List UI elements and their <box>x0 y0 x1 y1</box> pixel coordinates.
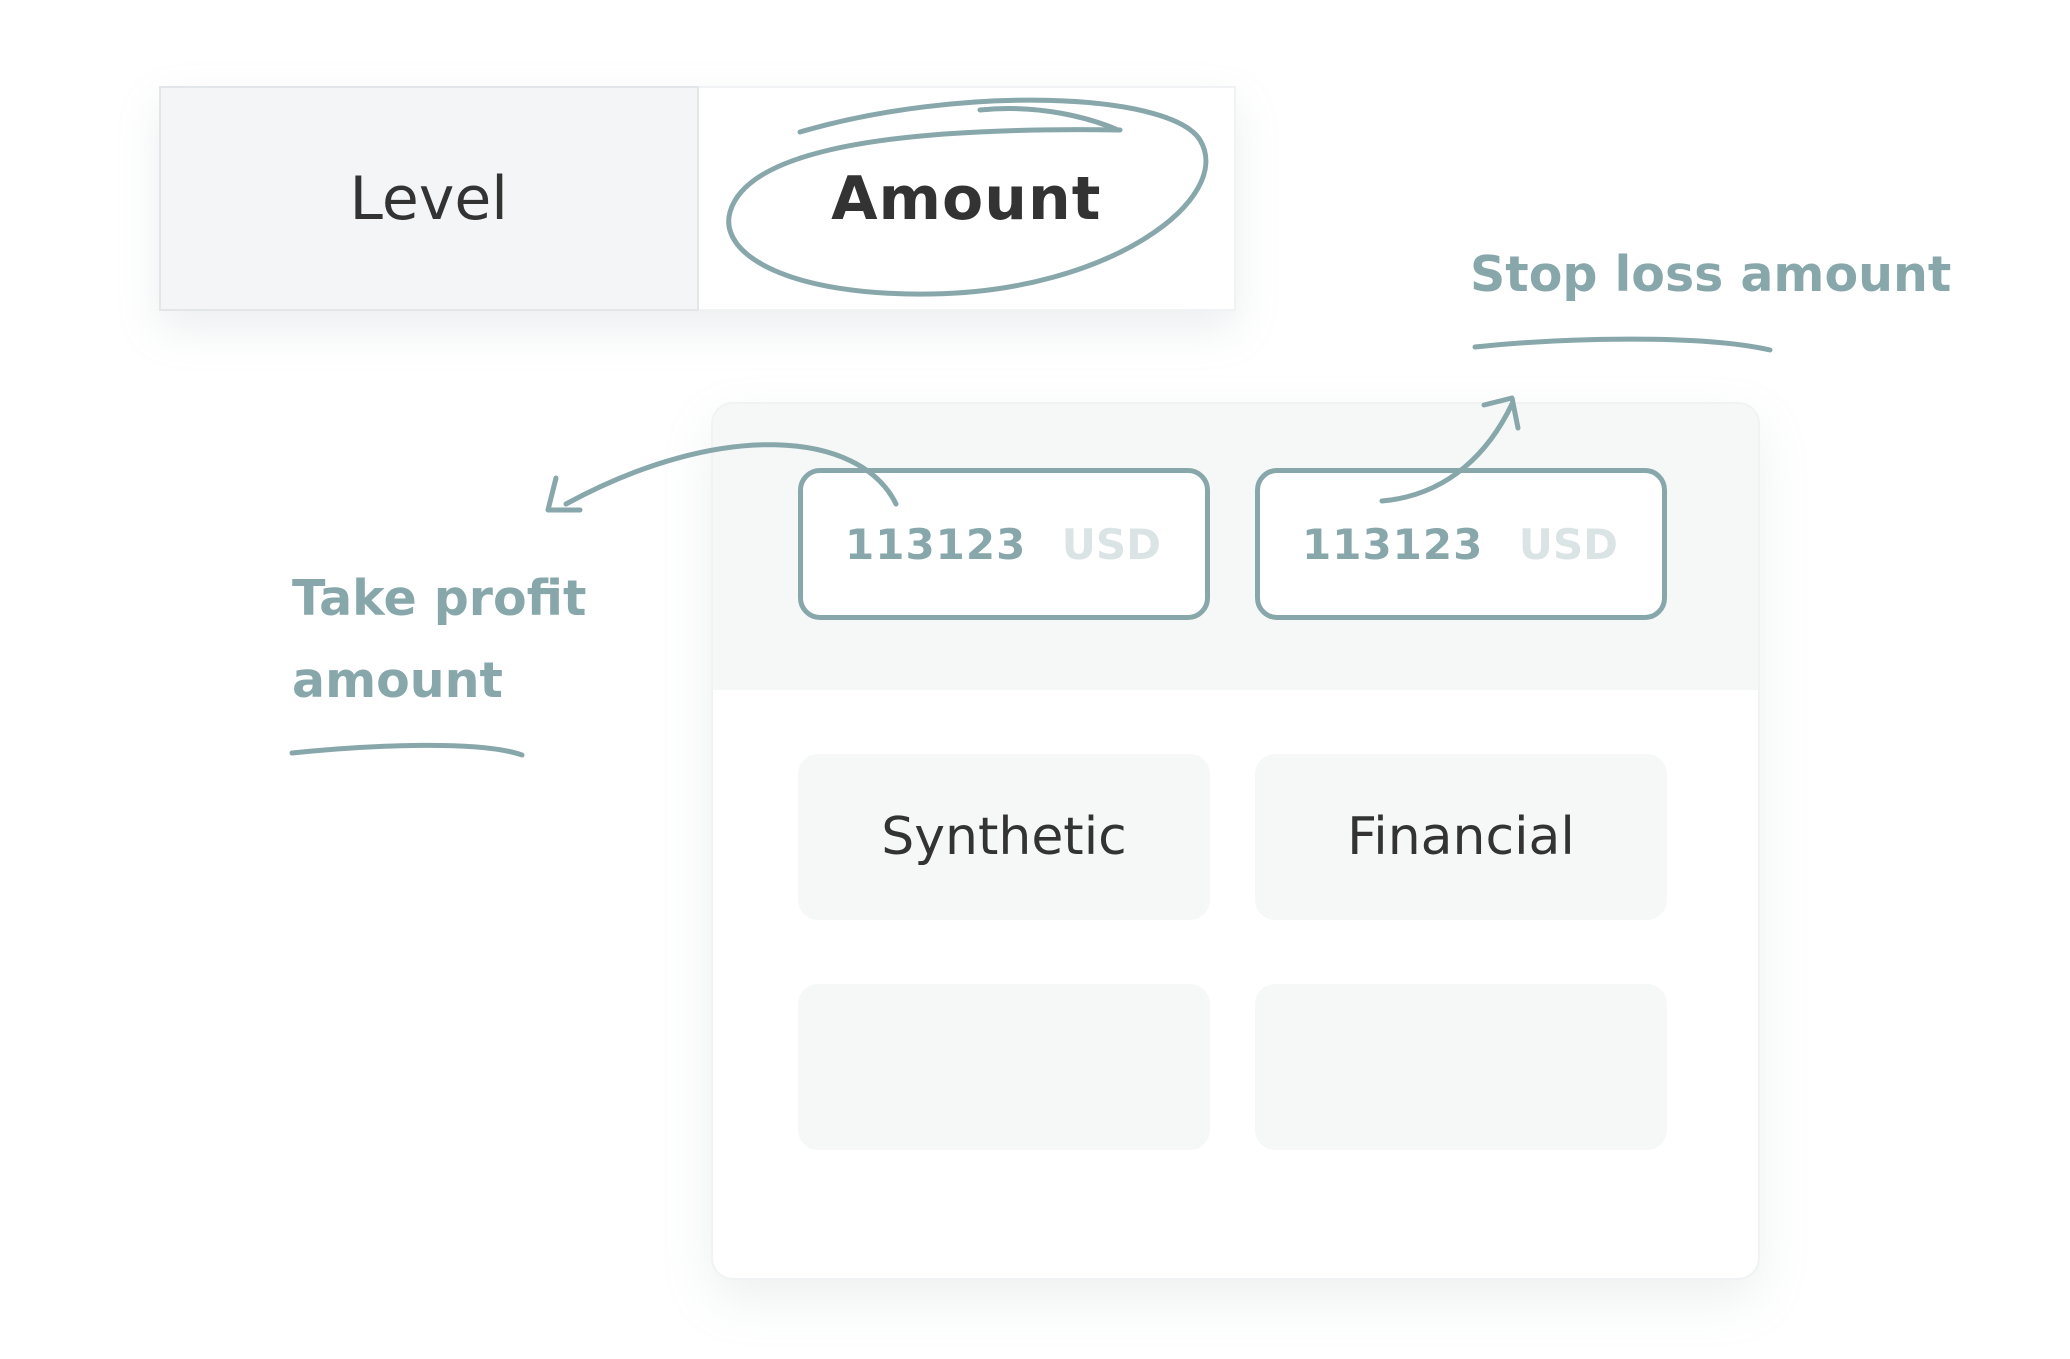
amount-card: 113123 USD 113123 USD Synthetic Financia… <box>711 402 1760 1280</box>
tab-amount[interactable]: Amount <box>698 86 1236 311</box>
option-financial-label: Financial <box>1347 807 1575 867</box>
option-synthetic-label: Synthetic <box>881 807 1127 867</box>
take-profit-annotation-line2: amount <box>292 652 503 709</box>
stop-loss-annotation: Stop loss amount <box>1470 246 1952 303</box>
stop-loss-input[interactable]: 113123 USD <box>1255 468 1667 620</box>
tab-level[interactable]: Level <box>159 86 699 311</box>
tab-amount-label: Amount <box>831 163 1102 234</box>
stop-loss-underline <box>1472 336 1773 353</box>
take-profit-underline <box>289 742 525 758</box>
stop-loss-value: 113123 <box>1302 519 1484 569</box>
option-synthetic[interactable]: Synthetic <box>798 754 1210 920</box>
tab-switch: Level Amount <box>159 86 1236 311</box>
amount-inputs-panel: 113123 USD 113123 USD <box>713 404 1758 690</box>
take-profit-input[interactable]: 113123 USD <box>798 468 1210 620</box>
tab-level-label: Level <box>349 163 508 234</box>
take-profit-arrow-head <box>545 475 583 513</box>
option-financial[interactable]: Financial <box>1255 754 1667 920</box>
option-placeholder-2 <box>1255 984 1667 1150</box>
take-profit-value: 113123 <box>845 519 1027 569</box>
stop-loss-currency: USD <box>1518 519 1618 569</box>
option-placeholder-1 <box>798 984 1210 1150</box>
take-profit-annotation-line1: Take profit <box>292 570 587 627</box>
take-profit-currency: USD <box>1061 519 1161 569</box>
